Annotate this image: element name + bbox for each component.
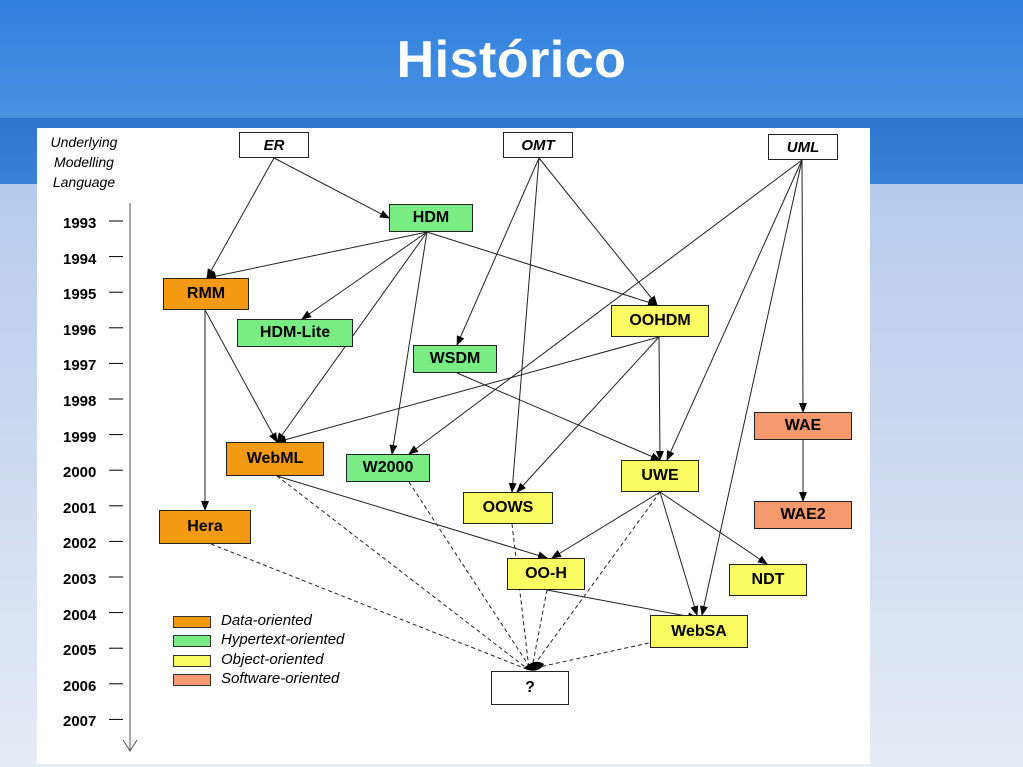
- legend-label: Hypertext-oriented: [221, 631, 345, 648]
- legend-label: Software-oriented: [221, 670, 340, 687]
- year-label: 2006: [63, 677, 97, 695]
- year-label: 2002: [63, 535, 97, 553]
- node-uwe: UWE: [621, 460, 699, 492]
- axis-title-line: Language: [52, 174, 116, 190]
- edge-arrow: [666, 159, 803, 461]
- node-oohdm: OOHDM: [611, 305, 709, 337]
- edge-arrow: [276, 475, 548, 560]
- edge-arrow: [508, 157, 540, 493]
- edge-dashed: [511, 523, 530, 670]
- edge-arrow: [546, 589, 698, 621]
- edge-arrow: [301, 231, 428, 320]
- edge-arrow: [389, 231, 428, 455]
- node-oows: OOWS: [463, 492, 553, 524]
- axis-title-line: Underlying: [50, 134, 118, 150]
- legend-swatch: [173, 655, 211, 667]
- year-label: 1999: [63, 428, 97, 446]
- convergence-blob: [524, 661, 544, 671]
- edge-arrow: [456, 157, 540, 346]
- legend-swatch: [173, 635, 211, 647]
- edge-arrow: [273, 157, 390, 219]
- node-websa: WebSA: [650, 615, 748, 648]
- node-wae: WAE: [754, 412, 852, 440]
- year-label: 2007: [63, 713, 97, 731]
- edge-arrow: [655, 336, 664, 461]
- timeline-arrow: [122, 739, 138, 752]
- node-wsdm: WSDM: [413, 345, 497, 373]
- edge-arrow: [551, 491, 661, 559]
- year-label: 1996: [63, 321, 97, 339]
- node-uml: UML: [768, 134, 838, 160]
- node-oo-h: OO-H: [507, 558, 585, 590]
- edge-arrow: [426, 231, 658, 307]
- edge-dashed: [531, 589, 548, 669]
- node-hera: Hera: [159, 510, 251, 544]
- node-webml: WebML: [226, 442, 324, 476]
- edge-arrow: [659, 491, 699, 616]
- edge-arrow: [798, 159, 807, 413]
- edge-arrow: [206, 231, 428, 281]
- legend-swatch: [173, 674, 211, 686]
- legend-swatch: [173, 616, 211, 628]
- node-hdm-lite: HDM-Lite: [237, 319, 353, 347]
- year-label: 2005: [63, 642, 97, 660]
- node-omt: OMT: [503, 132, 573, 158]
- edge-dashed: [210, 543, 530, 671]
- edge-arrow: [408, 159, 803, 455]
- node-rmm: RMM: [163, 278, 249, 310]
- year-label: 2003: [63, 571, 97, 588]
- year-label: 1997: [63, 357, 97, 375]
- edge-arrow: [659, 491, 768, 565]
- year-label: 1993: [63, 215, 97, 232]
- node-question: ?: [491, 671, 569, 705]
- year-label: 2000: [63, 464, 97, 482]
- node-er: ER: [239, 132, 309, 158]
- node-hdm: HDM: [389, 204, 473, 232]
- slide-title: Histórico: [396, 31, 627, 89]
- node-w2000: W2000: [346, 454, 430, 482]
- axis-title: Underlying Modelling Language: [41, 132, 127, 192]
- year-label: 2001: [63, 499, 97, 517]
- edge-dashed: [408, 481, 532, 670]
- node-ndt: NDT: [729, 564, 807, 596]
- title-bar-background: [0, 0, 1023, 118]
- year-label: 2004: [63, 606, 97, 624]
- edge-arrow: [204, 309, 278, 443]
- node-wae2: WAE2: [754, 501, 852, 529]
- edge-arrow: [276, 336, 660, 444]
- diagram-panel: Underlying Modelling Language 1993 1994 19…: [37, 128, 870, 764]
- legend-label: Object-oriented: [221, 651, 324, 668]
- year-label: 1995: [63, 286, 97, 304]
- edge-dashed: [531, 491, 661, 669]
- edge-arrow: [516, 336, 660, 493]
- edge-arrow: [700, 159, 803, 616]
- edge-arrow: [456, 372, 661, 461]
- legend-label: Data-oriented: [221, 612, 312, 629]
- axis-title-line: Modelling: [54, 154, 114, 170]
- edge-arrow: [206, 157, 275, 279]
- year-label: 1998: [63, 393, 97, 410]
- year-label: 1994: [63, 250, 97, 268]
- edge-arrow: [538, 157, 658, 306]
